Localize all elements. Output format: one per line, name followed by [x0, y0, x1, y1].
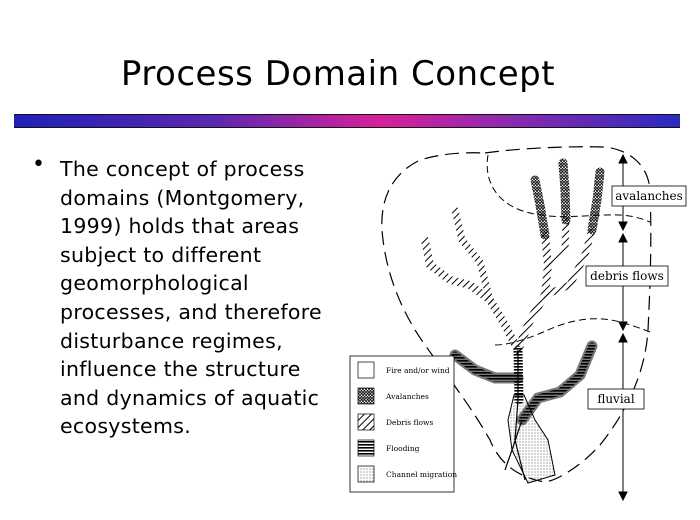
legend-label-fire: Fire and/or wind — [386, 366, 450, 375]
legend-swatch-avalanches — [357, 387, 375, 405]
legend: Fire and/or wind Avalanches Debris flows… — [349, 355, 457, 493]
slide-title: Process Domain Concept — [120, 54, 556, 94]
bullet-marker: • — [32, 152, 45, 177]
legend-label-debris-flows: Debris flows — [386, 418, 433, 427]
legend-swatch-debris-flows — [357, 413, 375, 431]
legend-label-flooding: Flooding — [386, 444, 420, 453]
legend-swatch-fire — [357, 361, 375, 379]
legend-swatch-flooding — [357, 439, 375, 457]
legend-swatch-channel-migration — [357, 465, 375, 483]
process-domain-diagram: avalanches debris flows fluvial Fire and… — [349, 146, 687, 502]
zone-label-debris-flows: debris flows — [590, 269, 664, 283]
debris-flow-channels — [421, 206, 596, 354]
watershed-boundary — [381, 146, 652, 483]
zone-label-avalanches: avalanches — [615, 189, 683, 203]
avalanche-zone-boundary — [486, 154, 651, 223]
legend-label-avalanches: Avalanches — [385, 392, 429, 401]
avalanche-channels — [530, 158, 605, 240]
zone-arrows — [618, 153, 628, 502]
stream-network — [504, 350, 526, 481]
zone-label-fluvial: fluvial — [597, 392, 635, 406]
title-divider-bar — [14, 114, 680, 128]
bullet-text: The concept of process domains (Montgome… — [60, 157, 322, 439]
legend-label-channel-migration: Channel migration — [386, 470, 457, 479]
